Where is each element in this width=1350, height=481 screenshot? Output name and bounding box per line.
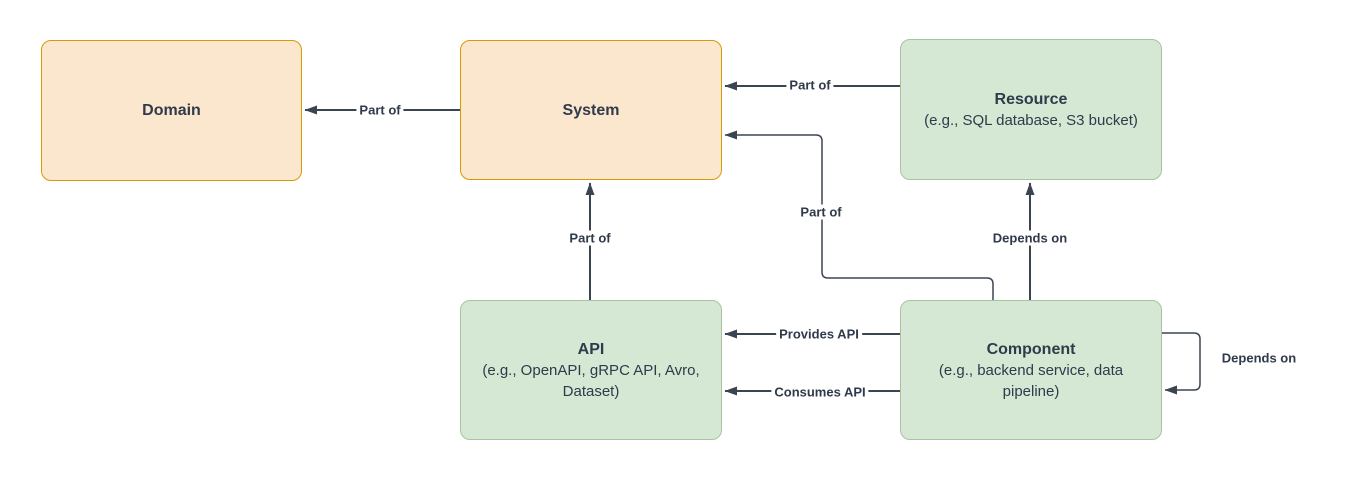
node-api-title: API: [577, 340, 605, 358]
node-component-title: Component: [986, 340, 1076, 358]
node-system: System: [460, 40, 722, 180]
edge-label-component-to-system: Part of: [797, 204, 845, 220]
edge-label-component-provides-api: Provides API: [776, 326, 862, 342]
node-resource-title: Resource: [994, 90, 1068, 108]
node-component: Component (e.g., backend service, data p…: [900, 300, 1162, 440]
edge-component-to-system: [724, 130, 994, 300]
edge-label-component-self-loop: Depends on: [1221, 350, 1297, 366]
edge-component-self-loop: [1162, 332, 1201, 395]
node-api: API (e.g., OpenAPI, gRPC API, Avro, Data…: [460, 300, 722, 440]
edge-label-component-to-resource: Depends on: [989, 230, 1071, 246]
node-resource-subtitle: (e.g., SQL database, S3 bucket): [924, 111, 1138, 129]
edge-label-api-to-system: Part of: [566, 230, 614, 246]
edge-label-component-consumes-api: Consumes API: [771, 384, 869, 400]
node-system-title: System: [562, 101, 620, 119]
node-component-subtitle: (e.g., backend service, data pipeline): [938, 361, 1124, 400]
edge-label-resource-to-system: Part of: [786, 77, 834, 93]
node-resource: Resource (e.g., SQL database, S3 bucket): [900, 39, 1162, 180]
node-api-subtitle: (e.g., OpenAPI, gRPC API, Avro, Dataset): [482, 361, 700, 400]
node-domain-title: Domain: [142, 102, 201, 119]
edge-label-system-to-domain: Part of: [356, 102, 404, 118]
node-domain: Domain: [41, 40, 302, 181]
